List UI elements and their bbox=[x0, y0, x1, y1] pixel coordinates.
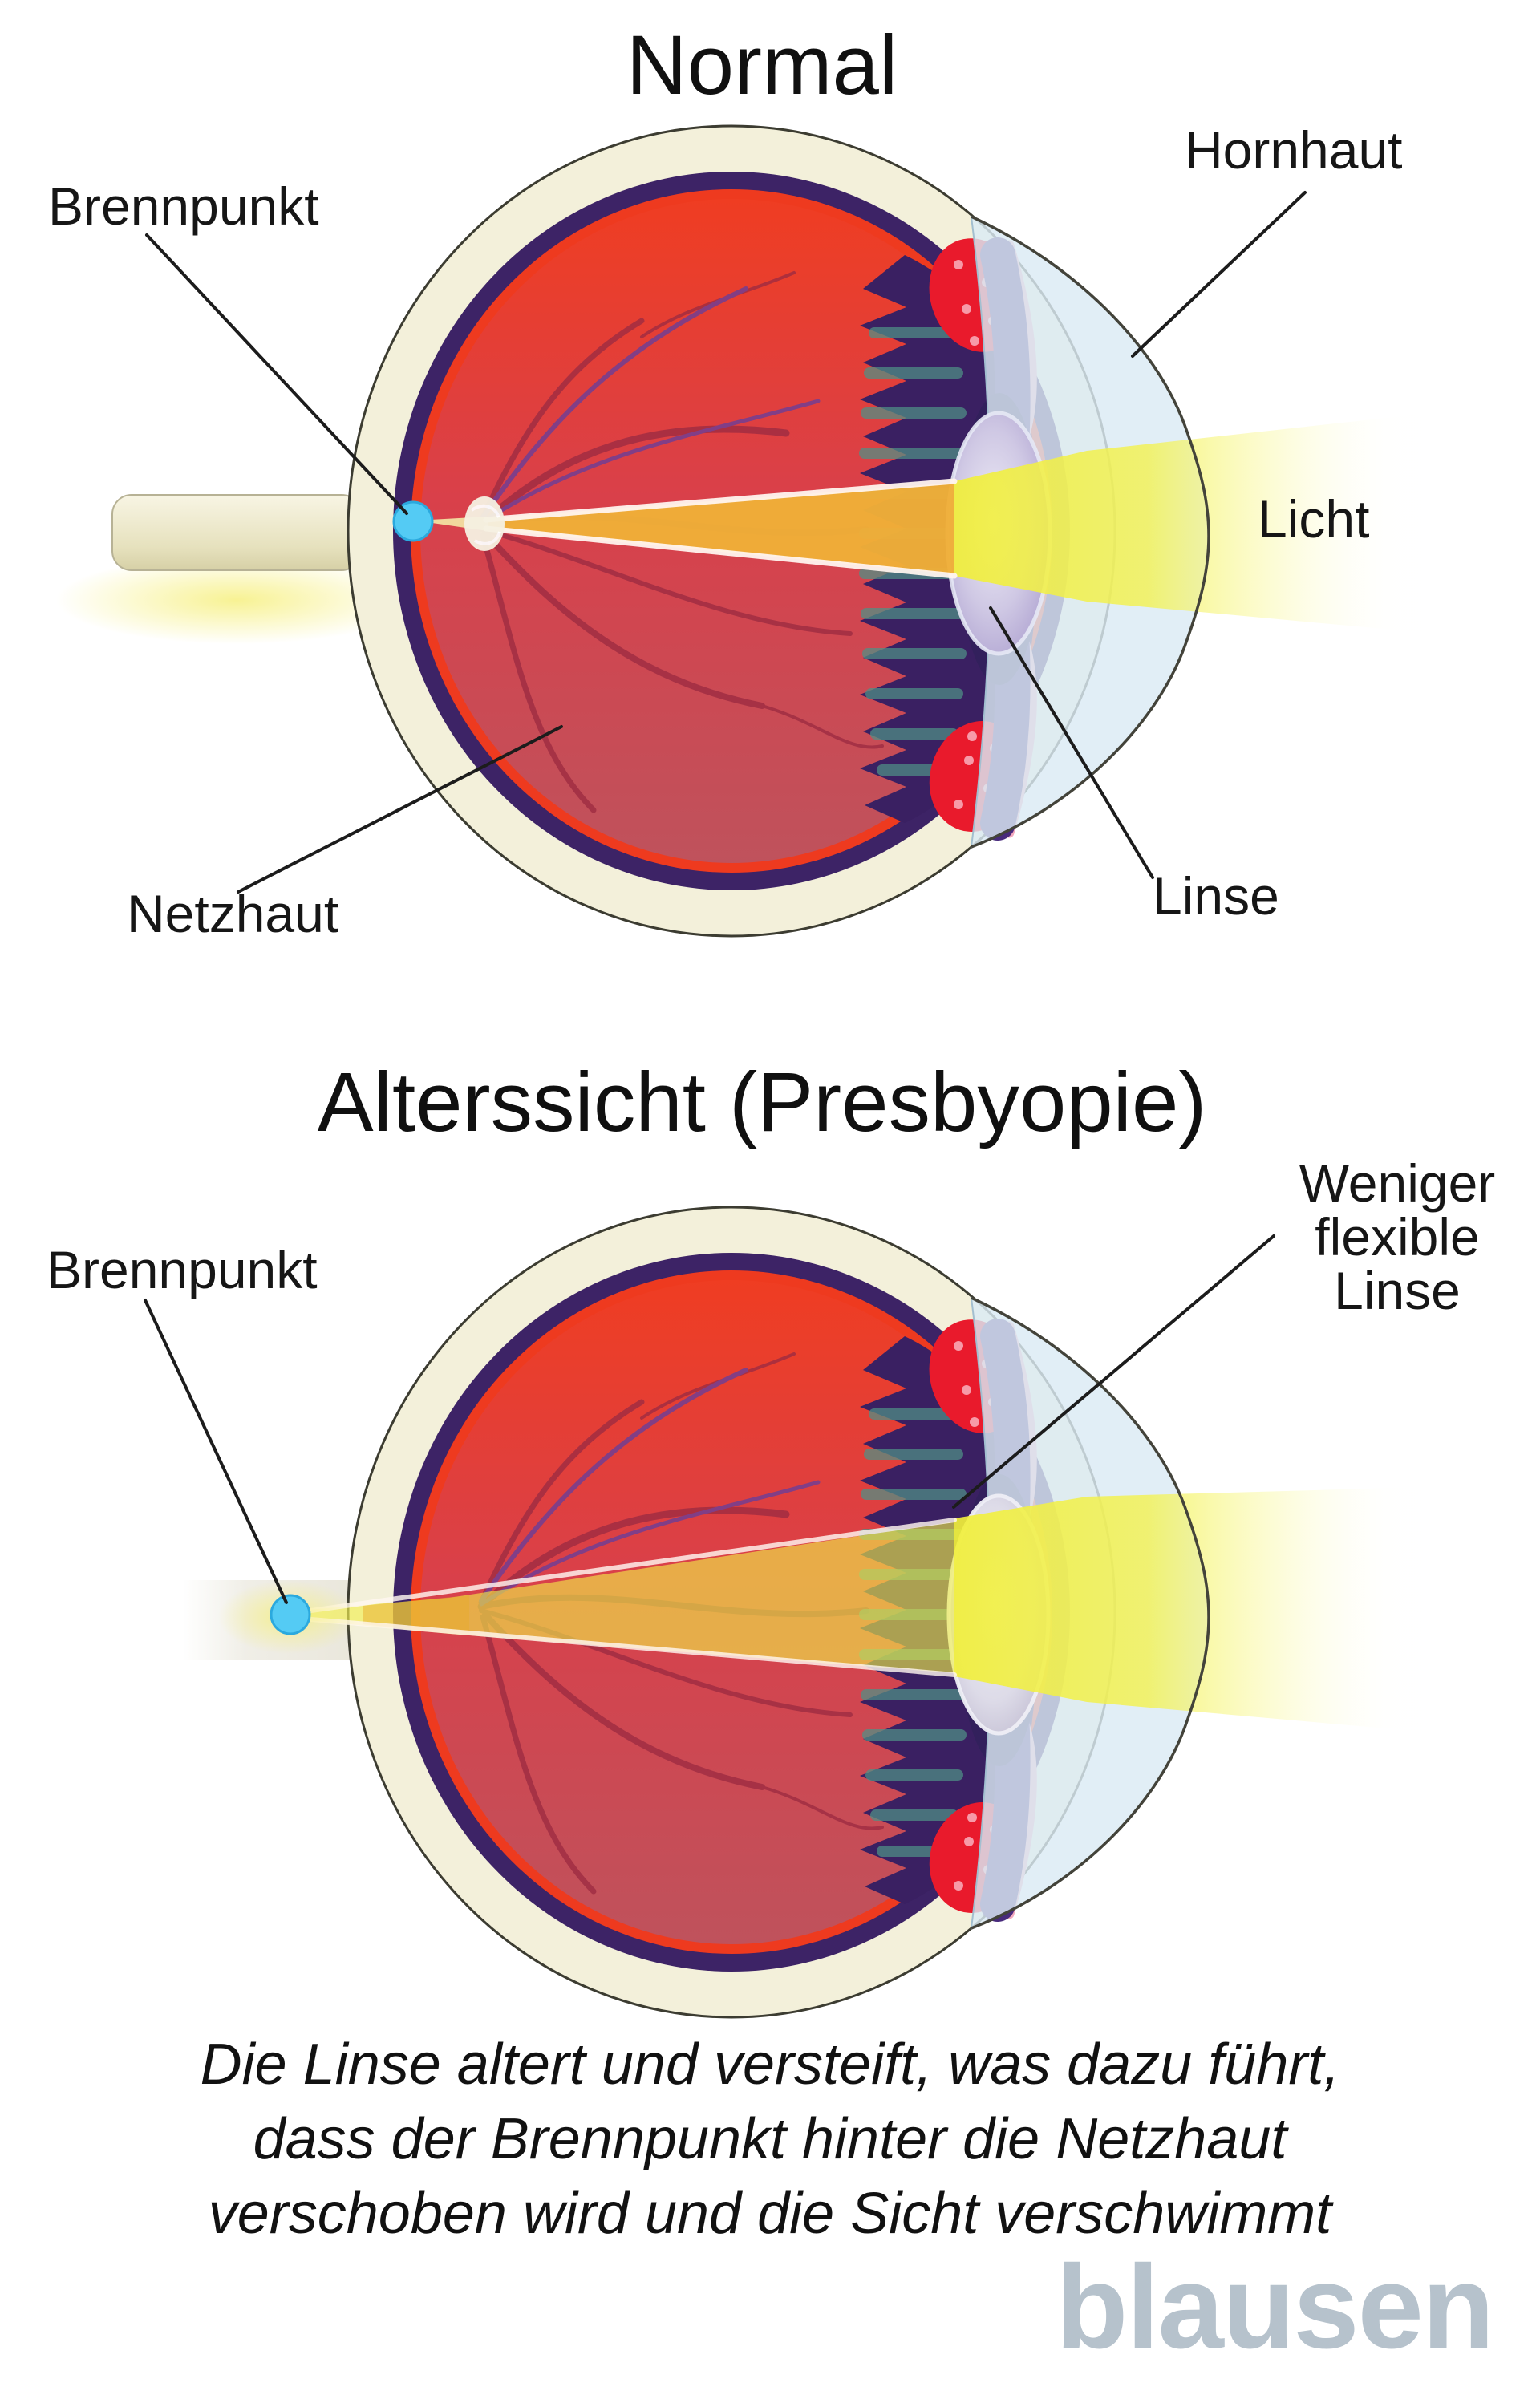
weniger-flexible-linse-leader bbox=[952, 1234, 1275, 1509]
normal-eye-figure bbox=[56, 126, 1540, 936]
label-hornhaut: Hornhaut bbox=[1185, 120, 1403, 180]
optic-nerve-glow bbox=[56, 556, 417, 644]
optic-nerve bbox=[111, 494, 362, 571]
brennpunkt-leader-normal bbox=[145, 233, 408, 515]
label-weniger-flexible-linse: Weniger flexible Linse bbox=[1277, 1157, 1518, 1318]
incoming-light-beam bbox=[954, 1484, 1540, 1742]
label-netzhaut: Netzhaut bbox=[127, 884, 339, 943]
brennpunkt-leader-presbyopia bbox=[144, 1299, 288, 1604]
label-linse: Linse bbox=[1153, 866, 1279, 926]
label-weniger-line1: Weniger bbox=[1299, 1153, 1496, 1213]
label-licht: Licht bbox=[1258, 489, 1370, 549]
label-weniger-line3: Linse bbox=[1334, 1261, 1461, 1320]
beam-edge-top bbox=[483, 478, 958, 523]
beam-edge-bottom bbox=[309, 1617, 957, 1677]
label-brennpunkt-presbyopia: Brennpunkt bbox=[47, 1240, 318, 1299]
presbyopia-eye-figure bbox=[183, 1207, 1540, 2017]
beam-edge-bottom bbox=[483, 525, 958, 579]
label-weniger-line2: flexible bbox=[1315, 1207, 1480, 1266]
figure-caption: Die Linse altert und versteift, was dazu… bbox=[0, 2028, 1540, 2251]
hornhaut-leader bbox=[1131, 191, 1307, 358]
label-brennpunkt-normal: Brennpunkt bbox=[48, 176, 319, 236]
beam-edge-top bbox=[309, 1518, 957, 1613]
incoming-light-beam bbox=[954, 401, 1540, 643]
caption-line3: verschoben wird und die Sicht verschwimm… bbox=[208, 2182, 1332, 2246]
focused-beam bbox=[488, 483, 954, 574]
netzhaut-leader bbox=[237, 725, 563, 894]
blausen-logo: blausen bbox=[1056, 2241, 1494, 2373]
focal-point-behind-retina bbox=[270, 1594, 311, 1635]
caption-line1: Die Linse altert und versteift, was dazu… bbox=[200, 2032, 1340, 2097]
panel-presbyopia-title: Alterssicht (Presbyopie) bbox=[317, 1056, 1207, 1149]
panel-normal-title: Normal bbox=[626, 18, 898, 112]
linse-leader bbox=[989, 606, 1154, 879]
leader-lines bbox=[144, 191, 1307, 1604]
optic-disc bbox=[464, 496, 505, 551]
caption-line2: dass der Brennpunkt hinter die Netzhaut bbox=[253, 2107, 1287, 2171]
